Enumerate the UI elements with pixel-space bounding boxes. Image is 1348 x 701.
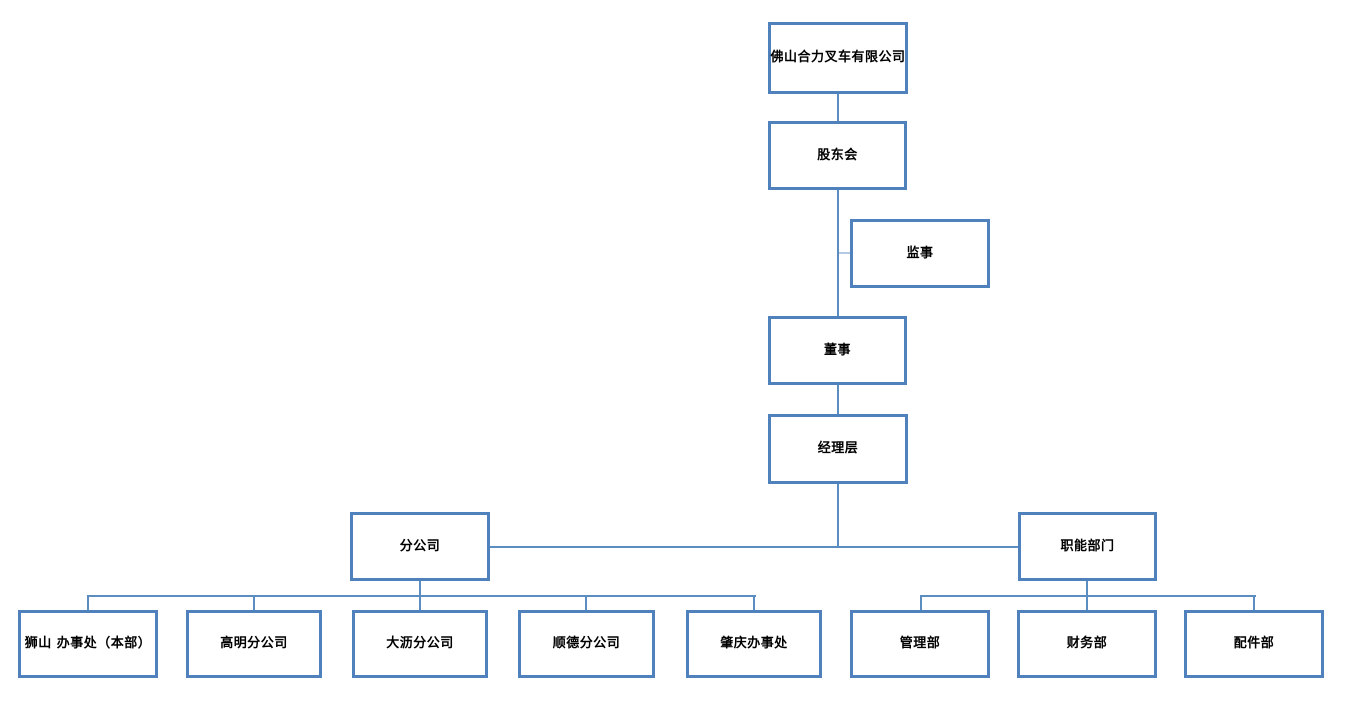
node-functional-departments: 职能部门 — [1018, 512, 1157, 581]
connector-company-shareholders — [837, 94, 839, 121]
connector-right-rail — [920, 595, 1256, 597]
node-finance-dept: 财务部 — [1017, 610, 1157, 678]
connector-stub-parts — [1253, 596, 1255, 610]
node-company-label: 佛山合力叉车有限公司 — [770, 50, 906, 66]
node-shishan-office: 狮山 办事处（本部） — [18, 610, 158, 678]
connector-management-junction — [837, 484, 839, 547]
node-dali-label: 大沥分公司 — [386, 636, 454, 652]
node-gaoming-label: 高明分公司 — [220, 636, 288, 652]
node-branch-companies: 分公司 — [350, 512, 490, 581]
connector-stub-admin — [920, 596, 922, 610]
node-admin-label: 管理部 — [899, 636, 941, 652]
node-management-label: 经理层 — [817, 441, 859, 457]
connector-branches-down — [419, 581, 421, 596]
connector-shareholders-director — [837, 190, 839, 316]
connector-supervisor-stub — [839, 252, 850, 254]
connector-main-horizontal — [490, 546, 1018, 548]
connector-stub-dali — [419, 596, 421, 610]
connector-stub-finance — [1086, 596, 1088, 610]
connector-stub-shunde — [585, 596, 587, 610]
node-shareholders-label: 股东会 — [817, 147, 858, 163]
connector-functional-down — [1086, 581, 1088, 596]
connector-stub-shishan — [87, 596, 89, 610]
node-branches-label: 分公司 — [399, 538, 441, 554]
node-director: 董事 — [768, 316, 907, 385]
connector-director-management — [837, 385, 839, 414]
node-supervisor: 监事 — [850, 219, 990, 288]
node-shunde-label: 顺德分公司 — [552, 636, 621, 652]
connector-stub-zhaoqing — [753, 596, 755, 610]
node-parts-label: 配件部 — [1233, 636, 1275, 652]
node-zhaoqing-office: 肇庆办事处 — [686, 610, 822, 678]
node-management: 经理层 — [768, 414, 908, 484]
node-gaoming-branch: 高明分公司 — [186, 610, 322, 678]
node-company: 佛山合力叉车有限公司 — [768, 22, 908, 94]
connector-stub-gaoming — [253, 596, 255, 610]
node-director-label: 董事 — [823, 342, 851, 358]
connector-left-rail — [87, 595, 756, 597]
node-shishan-label: 狮山 办事处（本部） — [24, 636, 152, 652]
node-zhaoqing-label: 肇庆办事处 — [720, 636, 788, 652]
node-functional-label: 职能部门 — [1060, 538, 1115, 554]
node-shareholders-meeting: 股东会 — [768, 121, 907, 190]
node-finance-label: 财务部 — [1066, 636, 1108, 652]
node-shunde-branch: 顺德分公司 — [518, 610, 655, 678]
node-admin-dept: 管理部 — [850, 610, 990, 678]
node-supervisor-label: 监事 — [906, 245, 934, 261]
node-dali-branch: 大沥分公司 — [352, 610, 488, 678]
node-parts-dept: 配件部 — [1184, 610, 1324, 678]
